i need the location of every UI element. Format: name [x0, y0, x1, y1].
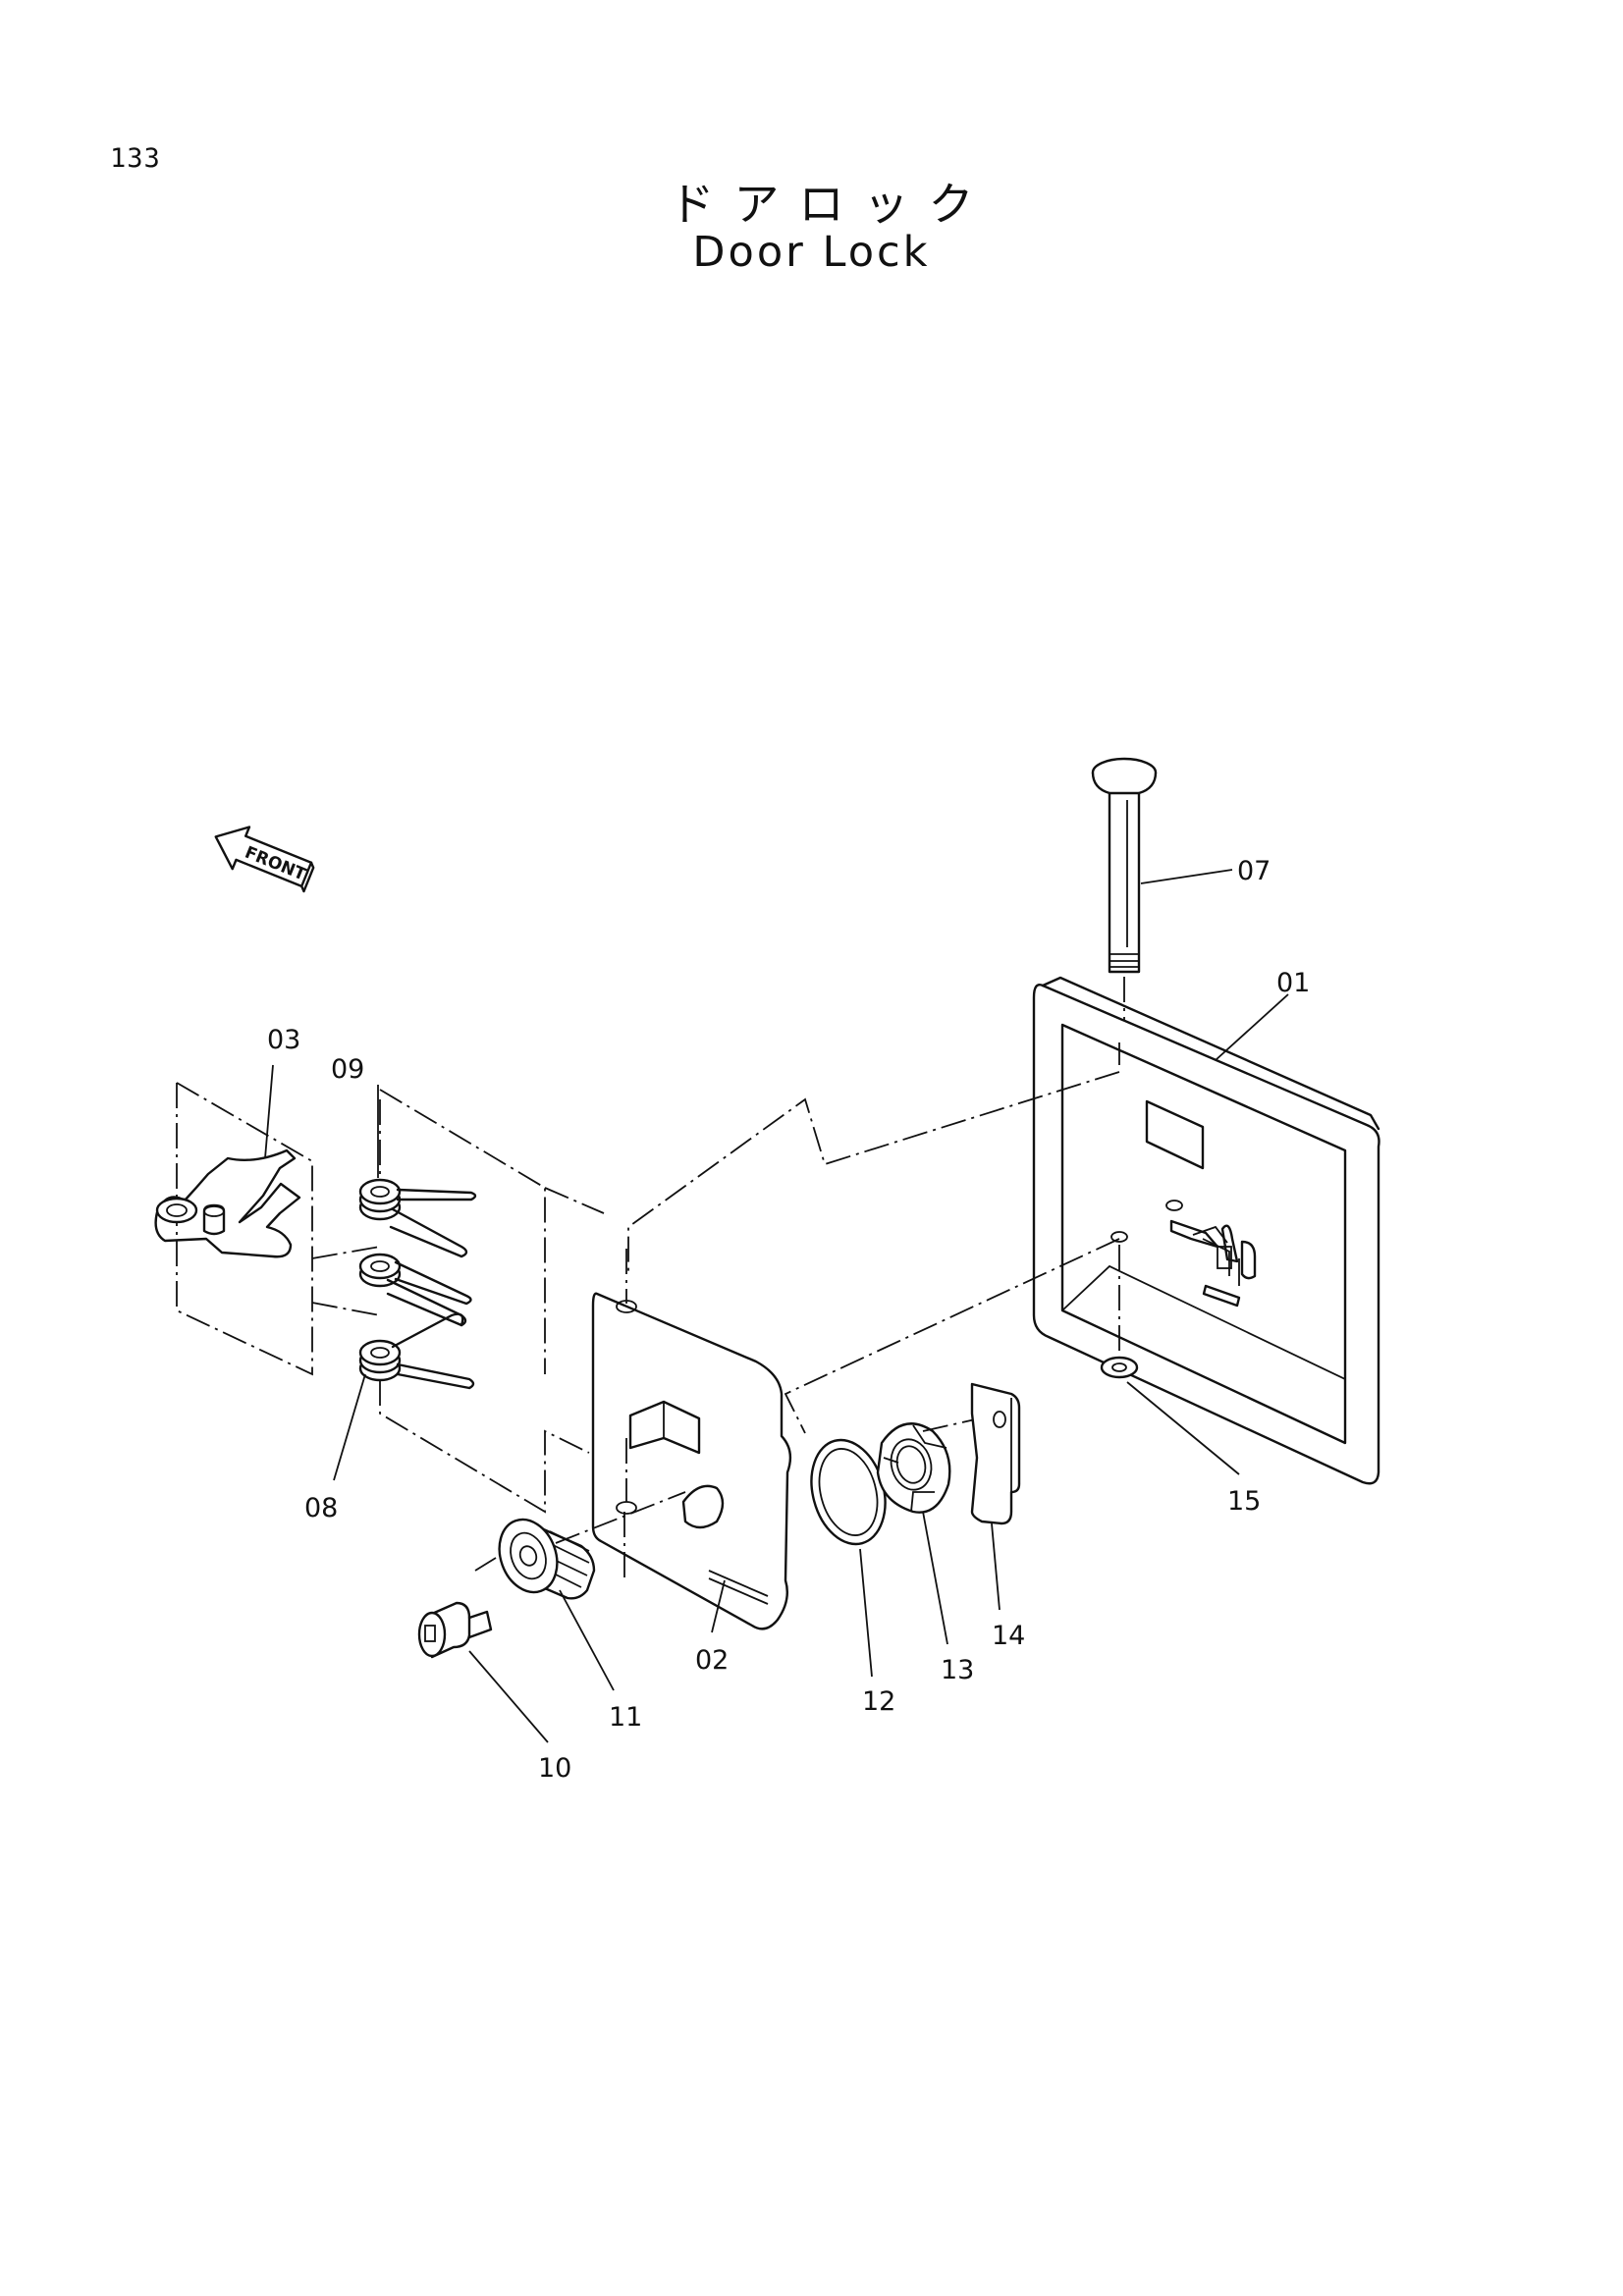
- part-07-pin: [1091, 757, 1158, 974]
- front-direction-arrow-icon: FRONT: [214, 826, 315, 893]
- callout-03: 03: [267, 1025, 300, 1055]
- callout-14: 14: [992, 1621, 1025, 1651]
- callout-15: 15: [1227, 1486, 1261, 1517]
- title-japanese: ドアロック: [669, 178, 994, 231]
- part-01-lock-frame: [1032, 976, 1380, 1485]
- part-10-key-cylinder: [417, 1601, 493, 1659]
- leader-lines: [264, 869, 1289, 1743]
- callout-07: 07: [1237, 856, 1271, 886]
- callout-08: 08: [304, 1493, 338, 1523]
- part-08-torsion-spring: [358, 1312, 475, 1390]
- part-14-latch-cam: [970, 1382, 1021, 1525]
- title-english: Door Lock: [692, 228, 931, 277]
- part-11-cylinder-housing: [498, 1518, 596, 1600]
- callout-11: 11: [609, 1702, 642, 1733]
- callout-numbers: 07 01 03 09 08 15 02 11 10 12 13 14: [267, 856, 1310, 1784]
- part-13-nut: [876, 1422, 951, 1514]
- page-number: 133: [110, 143, 161, 174]
- part-02-lock-plate: [591, 1292, 792, 1630]
- callout-12: 12: [862, 1686, 895, 1717]
- callout-02: 02: [695, 1645, 729, 1676]
- callout-10: 10: [538, 1753, 571, 1784]
- callout-13: 13: [941, 1655, 974, 1685]
- part-03-lever: [154, 1148, 301, 1258]
- part-09-torsion-spring: [358, 1178, 477, 1258]
- callout-09: 09: [331, 1054, 364, 1085]
- part-15-e-ring: [1100, 1356, 1139, 1379]
- callout-01: 01: [1276, 968, 1310, 998]
